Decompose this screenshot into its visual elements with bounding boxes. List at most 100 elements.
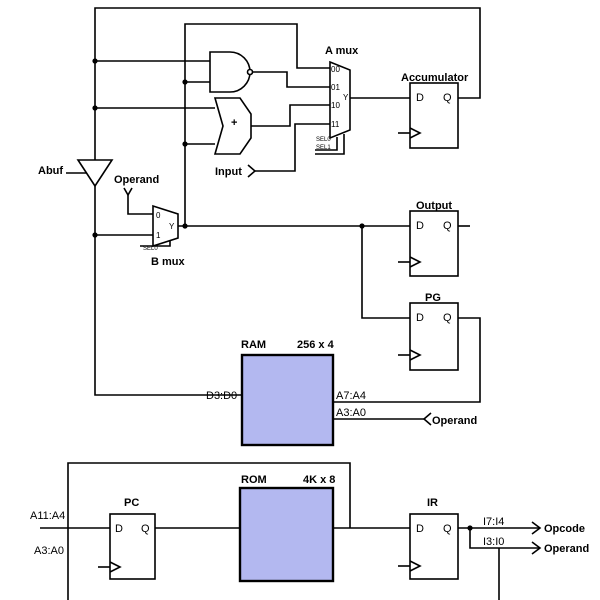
adder-out-wire: [251, 104, 330, 127]
a-mux-in-11: 11: [331, 120, 340, 129]
b-bus-wire: [184, 23, 330, 226]
pc-ff: D Q PC A11:A4 A3:A0: [30, 497, 156, 580]
accumulator-d: D: [416, 92, 424, 104]
ir-clock: [409, 560, 422, 572]
pc-d: D: [115, 523, 123, 535]
ram-body: [240, 353, 335, 447]
ram-data-label: D3:D0: [206, 390, 237, 402]
a-mux-in-01: 01: [331, 83, 340, 92]
ram-label: RAM: [241, 339, 266, 351]
junction-dot: [359, 223, 365, 229]
output-d: D: [416, 220, 424, 232]
junction-dot: [92, 232, 98, 238]
a-mux-out: Y: [343, 93, 349, 102]
operand-ir-arrow: [531, 541, 542, 555]
ram-size: 256 x 4: [297, 339, 335, 351]
adder-symbol: +: [231, 117, 237, 129]
adder-body: [213, 97, 252, 155]
accumulator-clock: [409, 127, 422, 139]
rom-label: ROM: [241, 474, 267, 486]
and-out-wire: [252, 71, 330, 88]
ram-addr-low-label: A3:A0: [336, 407, 366, 419]
operand-ram-label: Operand: [432, 415, 477, 427]
a-mux-in-10: 10: [331, 101, 340, 110]
pc-label: PC: [124, 497, 139, 509]
output-q: Q: [443, 220, 452, 232]
rom-size: 4K x 8: [303, 474, 335, 486]
adder: +: [213, 97, 252, 155]
b-mux-sel: SEL0: [143, 246, 158, 252]
opcode-label: Opcode: [544, 523, 585, 535]
output-ff: D Q Output: [398, 200, 459, 277]
pc-high-label: A11:A4: [30, 510, 65, 522]
output-clock: [409, 256, 422, 268]
a-mux: 00 01 10 11 Y SEL0 SEL1 A mux: [316, 45, 359, 151]
ir-d: D: [416, 523, 424, 535]
ir-label: IR: [427, 497, 438, 509]
and-gate: [209, 51, 254, 93]
pg-d: D: [416, 312, 424, 324]
junction-dot: [467, 525, 473, 531]
b-mux-in-0: 0: [156, 211, 161, 220]
b-mux-out: Y: [169, 222, 175, 231]
rom-loop-wire: [67, 462, 351, 600]
operand-ram-arrow: [422, 412, 432, 426]
pg-ff: D Q PG: [398, 292, 459, 371]
b-mux: 0 1 Y SEL0 B mux: [143, 204, 186, 268]
rom-block: ROM 4K x 8: [238, 474, 335, 583]
operand-bmux-wire: [127, 195, 153, 215]
operand-b-arrow: [123, 187, 133, 197]
junction-dot: [92, 58, 98, 64]
amux-sel0-wire: [315, 137, 338, 151]
accumulator-q: Q: [443, 92, 452, 104]
ir-q: Q: [443, 523, 452, 535]
accumulator-box: [409, 82, 459, 149]
pc-q: Q: [141, 523, 150, 535]
ram-addr-high-wire: [333, 317, 481, 403]
abuf-label: Abuf: [38, 165, 63, 177]
and-gate-bubble: [246, 68, 254, 76]
ram-data-wire: [94, 186, 242, 396]
operand-ir-label: Operand: [544, 543, 589, 555]
pg-label: PG: [425, 292, 441, 304]
pg-in-wire: [361, 226, 410, 319]
ir-ff: D Q IR I7:I4 I3:I0 Opcode Operand: [398, 497, 589, 580]
a-mux-in-00: 00: [331, 65, 340, 74]
opcode-arrow: [531, 521, 542, 535]
output-label: Output: [416, 200, 452, 212]
a-mux-sel0: SEL0: [316, 137, 331, 143]
amux-sel1-wire: [315, 134, 345, 155]
ram-block: RAM 256 x 4 D3:D0 A7:A4 A3:A0 Operand: [206, 339, 477, 447]
ir-box: [409, 513, 459, 580]
accumulator-label: Accumulator: [401, 72, 469, 84]
junction-dot: [182, 141, 188, 147]
output-box: [409, 210, 459, 277]
a-mux-label: A mux: [325, 45, 359, 57]
pc-low-label: A3:A0: [34, 545, 64, 557]
operand-b-port: Operand: [114, 174, 159, 197]
input-port: Input: [215, 164, 257, 178]
input-wire: [255, 123, 330, 172]
b-mux-label: B mux: [151, 256, 186, 268]
rom-body: [238, 486, 335, 583]
pg-box: [409, 302, 459, 371]
input-label: Input: [215, 166, 242, 178]
b-mux-body: [152, 204, 179, 248]
ir-low-label: I3:I0: [483, 536, 504, 548]
input-arrow: [247, 164, 257, 178]
a-mux-body: [329, 60, 351, 140]
operand-b-label: Operand: [114, 174, 159, 186]
junction-dot: [92, 105, 98, 111]
pg-clock: [409, 349, 422, 361]
ir-high-label: I7:I4: [483, 516, 504, 528]
accumulator-ff: D Q Accumulator: [398, 72, 469, 149]
junctions: [92, 58, 473, 531]
junction-dot: [182, 79, 188, 85]
operand-ir-wire: [469, 528, 540, 549]
abuf-buffer: Abuf: [38, 159, 114, 188]
wires: [40, 7, 540, 600]
junction-dot: [182, 223, 188, 229]
b-mux-in-1: 1: [156, 231, 161, 240]
pg-q: Q: [443, 312, 452, 324]
ram-addr-high-label: A7:A4: [336, 390, 366, 402]
